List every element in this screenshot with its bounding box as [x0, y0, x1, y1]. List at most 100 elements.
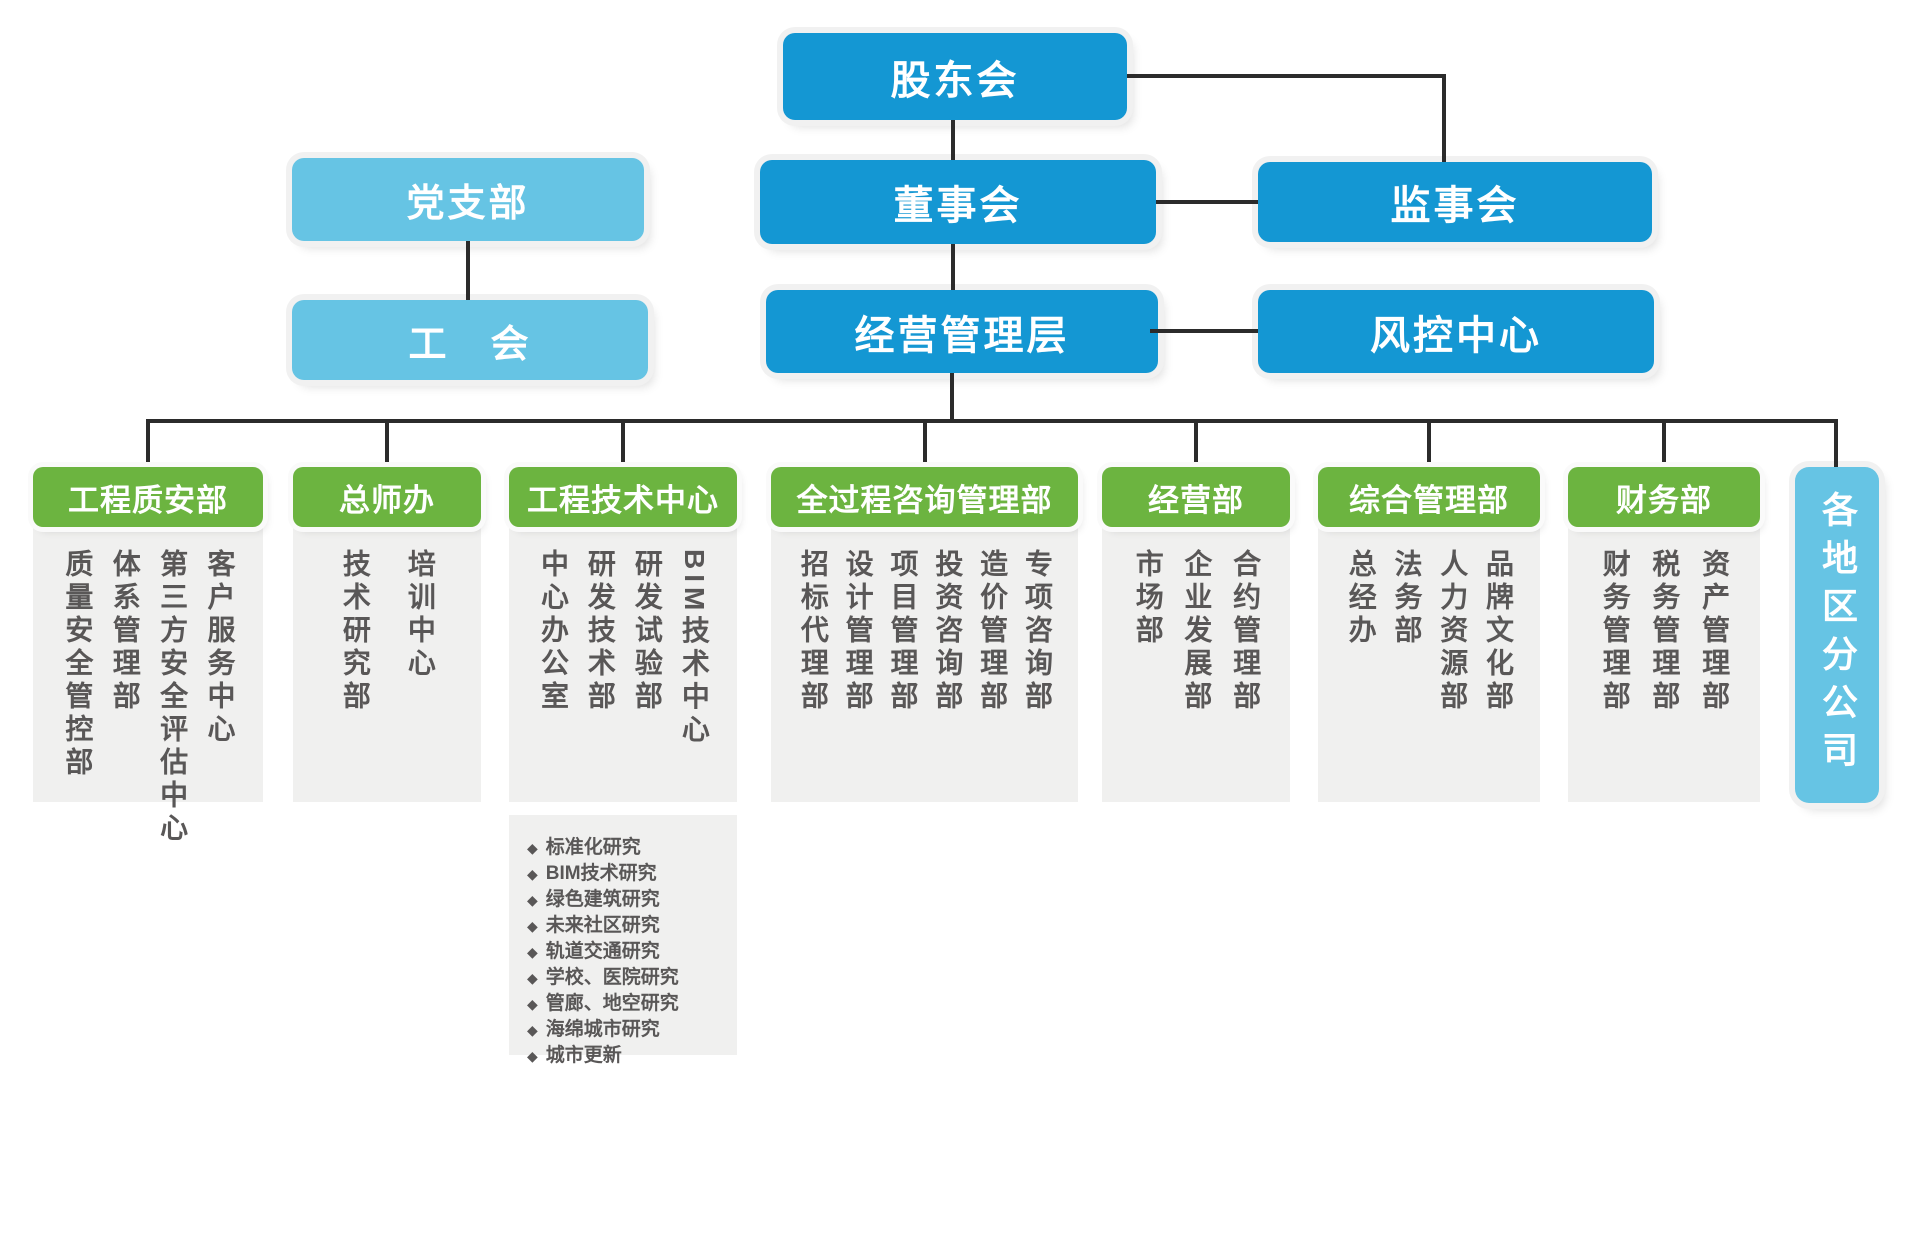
- node-labor-union-label: 工 会: [408, 323, 532, 366]
- node-shareholders-label: 股东会: [890, 58, 1020, 103]
- dept-header-0: 工程质安部: [33, 467, 263, 527]
- dept-item: 研发试验部: [631, 549, 663, 714]
- dept-header-label: 财务部: [1616, 482, 1712, 518]
- diamond-bullet-icon: ◆: [527, 866, 538, 882]
- dept-item: 项目管理部: [887, 549, 919, 714]
- dept-body-0: 质量安全管控部体系管理部第三方安全评估中心客户服务中心: [33, 527, 263, 846]
- connector-drop-0: [146, 419, 150, 467]
- dept-header-label: 工程技术中心: [527, 482, 719, 518]
- dept-header-2: 工程技术中心: [509, 467, 737, 527]
- dept-header-label: 综合管理部: [1349, 482, 1509, 518]
- connector-drop-2: [621, 419, 625, 467]
- dept-item: 第三方安全评估中心: [157, 549, 189, 846]
- connector-shareholders-right: [1127, 74, 1446, 78]
- dept-header-label: 工程质安部: [68, 482, 228, 518]
- connector-drop-5: [1427, 419, 1431, 467]
- research-item-label: 未来社区研究: [545, 915, 660, 936]
- research-item: ◆城市更新: [527, 1043, 731, 1069]
- node-party-branch-label: 党支部: [406, 183, 530, 225]
- dept-item: 品牌文化部: [1483, 549, 1514, 714]
- connector-drop-6: [1662, 419, 1666, 467]
- dept-item: 体系管理部: [109, 549, 141, 714]
- node-supervisory-label: 监事会: [1390, 184, 1520, 228]
- diamond-bullet-icon: ◆: [527, 892, 538, 908]
- dept-header-4: 经营部: [1102, 467, 1290, 527]
- diamond-bullet-icon: ◆: [527, 970, 538, 986]
- connector-drop-3: [923, 419, 927, 467]
- dept-header-3: 全过程咨询管理部: [771, 467, 1078, 527]
- research-item-label: 绿色建筑研究: [545, 889, 660, 910]
- connector-party-union: [466, 241, 470, 300]
- dept-header-5: 综合管理部: [1318, 467, 1540, 527]
- node-regional-branch-label: 各地区分公司: [1817, 491, 1858, 779]
- dept-item: BIM技术中心: [678, 549, 710, 748]
- diamond-bullet-icon: ◆: [527, 918, 538, 934]
- connector-trunk: [146, 419, 1838, 423]
- dept-header-label: 全过程咨询管理部: [796, 482, 1053, 518]
- node-supervisory: 监事会: [1258, 162, 1652, 242]
- node-shareholders: 股东会: [783, 33, 1127, 120]
- connector-drop-4: [1194, 419, 1198, 467]
- dept-body-6: 财务管理部税务管理部资产管理部: [1568, 527, 1760, 802]
- diamond-bullet-icon: ◆: [527, 1048, 538, 1064]
- research-item: ◆ 海绵城市研究: [527, 1017, 731, 1043]
- dept-item: 企业发展部: [1181, 549, 1213, 714]
- dept-item: 总经办: [1345, 549, 1377, 648]
- dept-item: 税务管理部: [1649, 549, 1681, 714]
- research-item: ◆ BIM技术研究: [527, 861, 731, 887]
- diamond-bullet-icon: ◆: [527, 840, 538, 856]
- dept-item: 资产管理部: [1699, 549, 1731, 714]
- connector-down-supervisory: [1442, 74, 1446, 162]
- dept-item: 培训中心: [404, 549, 436, 681]
- dept-item: 财务管理部: [1599, 549, 1631, 714]
- dept-item: 客户服务中心: [204, 549, 236, 747]
- research-item: ◆ 轨道交通研究: [527, 939, 731, 965]
- dept-item: 质量安全管控部: [62, 549, 94, 780]
- research-item-label: 标准化研究: [545, 837, 641, 858]
- dept-body-4: 市场部企业发展部合约管理部: [1102, 527, 1290, 802]
- node-management-label: 经营管理层: [854, 313, 1070, 358]
- connector-management-trunk: [950, 373, 954, 423]
- dept-item: 专项咨询部: [1021, 549, 1053, 714]
- connector-shareholders-board: [951, 120, 955, 160]
- node-board: 董事会: [760, 160, 1156, 244]
- research-item: ◆ 未来社区研究: [527, 913, 731, 939]
- connector-management-risk: [1150, 329, 1258, 333]
- node-party-branch: 党支部: [292, 158, 644, 241]
- dept-body-2: 中心办公室研发技术部研发试验部 BIM技术中心: [509, 527, 737, 802]
- node-risk-center: 风控中心: [1258, 290, 1654, 373]
- research-item-label: 管廊、地空研究: [545, 993, 679, 1014]
- dept-item: 法务部: [1391, 549, 1423, 648]
- dept-item: 合约管理部: [1230, 549, 1262, 714]
- dept-header-1: 总师办: [293, 467, 481, 527]
- research-item: ◆ 标准化研究: [527, 835, 731, 861]
- dept-item: 技术研究部: [339, 549, 371, 714]
- research-item-label: 学校、医院研究: [545, 967, 679, 988]
- node-labor-union: 工 会: [292, 300, 648, 380]
- node-board-label: 董事会: [893, 184, 1023, 228]
- dept-item: 研发技术部: [584, 549, 616, 714]
- dept-item: 招标代理部: [797, 549, 829, 714]
- connector-drop-7: [1834, 419, 1838, 467]
- dept-item: 设计管理部: [842, 549, 874, 714]
- diamond-bullet-icon: ◆: [527, 996, 538, 1012]
- dept-item: 中心办公室: [537, 549, 569, 714]
- diamond-bullet-icon: ◆: [527, 944, 538, 960]
- research-item-label: BIM技术研究: [545, 863, 657, 884]
- research-item: ◆ 绿色建筑研究: [527, 887, 731, 913]
- diamond-bullet-icon: ◆: [527, 1022, 538, 1038]
- connector-board-supervisory: [1156, 200, 1258, 204]
- dept-header-label: 总师办: [339, 482, 435, 518]
- research-item-label: 海绵城市研究: [545, 1019, 660, 1040]
- connector-drop-1: [385, 419, 389, 467]
- research-item: ◆ 管廊、地空研究: [527, 991, 731, 1017]
- dept-body-5: 总经办法务部人力资源部品牌文化部: [1318, 527, 1540, 802]
- dept-header-label: 经营部: [1148, 482, 1244, 518]
- research-item: ◆ 学校、医院研究: [527, 965, 731, 991]
- node-risk-center-label: 风控中心: [1370, 313, 1542, 358]
- dept-item: 人力资源部: [1437, 549, 1469, 714]
- research-item-label: 轨道交通研究: [545, 941, 660, 962]
- node-management: 经营管理层: [766, 290, 1158, 373]
- dept-header-6: 财务部: [1568, 467, 1760, 527]
